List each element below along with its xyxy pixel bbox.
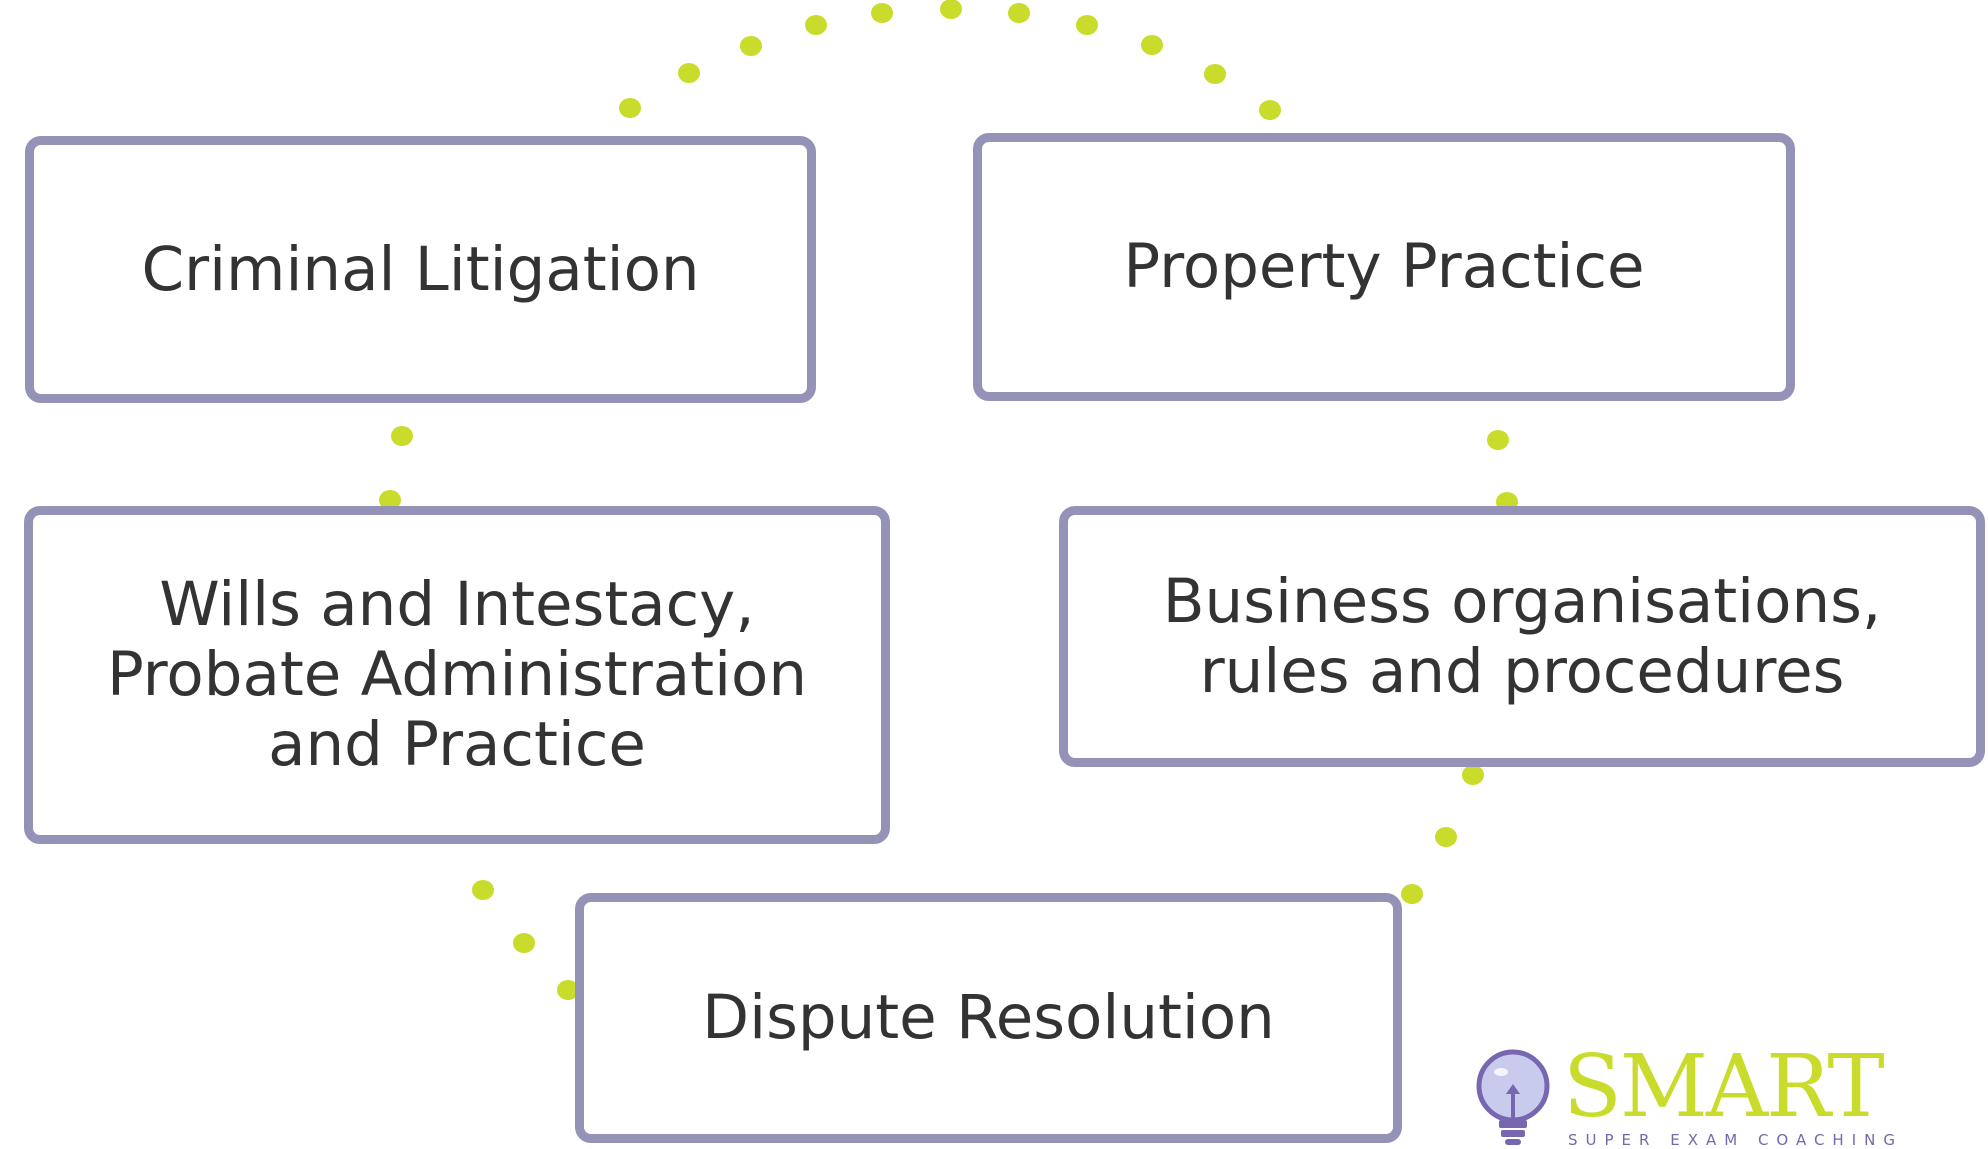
connector-dot (1008, 3, 1030, 23)
connector-dot (391, 426, 413, 446)
connector-dot (871, 3, 893, 23)
connector-dot (557, 980, 579, 1000)
connector-dot (619, 98, 641, 118)
connector-dot (1435, 827, 1457, 847)
topic-label: Wills and Intestacy, Probate Administrat… (106, 569, 808, 780)
lightbulb-icon (1476, 1049, 1550, 1145)
connector-dot (940, 0, 962, 19)
connector-dot (805, 15, 827, 35)
connector-dot (513, 933, 535, 953)
connector-dot (1259, 100, 1281, 120)
topic-business-organisations: Business organisations, rules and proced… (1059, 506, 1985, 767)
topic-wills-probate: Wills and Intestacy, Probate Administrat… (24, 506, 890, 844)
topic-label: Criminal Litigation (141, 233, 700, 305)
connector-dot (472, 880, 494, 900)
connector-dot (1141, 35, 1163, 55)
connector-dot (1204, 64, 1226, 84)
connector-dot (1076, 15, 1098, 35)
topic-label: Business organisations, rules and proced… (1162, 565, 1882, 707)
connector-dot (678, 63, 700, 83)
topic-property-practice: Property Practice (973, 133, 1795, 401)
topic-label: Dispute Resolution (702, 982, 1275, 1053)
connector-dot (1401, 884, 1423, 904)
connector-dot (1462, 765, 1484, 785)
topic-label: Property Practice (1123, 231, 1645, 302)
topic-criminal-litigation: Criminal Litigation (25, 136, 816, 403)
connector-dot (379, 490, 401, 510)
smart-logo: SMART SUPER EXAM COACHING (1475, 1040, 1915, 1149)
connector-dot (1487, 430, 1509, 450)
connector-dot (740, 36, 762, 56)
topic-dispute-resolution: Dispute Resolution (575, 893, 1402, 1143)
logo-wordmark: SMART (1563, 1037, 1885, 1137)
logo-tagline: SUPER EXAM COACHING (1568, 1131, 1903, 1149)
